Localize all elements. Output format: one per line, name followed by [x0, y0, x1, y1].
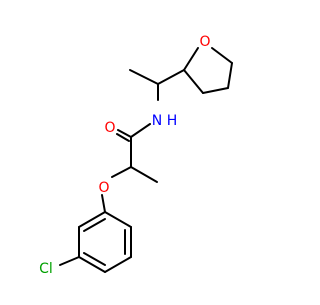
bond-ar-3 — [104, 256, 132, 273]
amide-hydrogen-label: H — [167, 113, 178, 129]
tetrahydrofuran-ring — [183, 47, 233, 94]
bond-c2-ch — [157, 69, 185, 85]
bond-c4-c3 — [202, 87, 229, 94]
chlorine-label: Cl — [39, 261, 53, 277]
bond-c2-o — [183, 47, 199, 71]
bond-o-aryl — [101, 194, 106, 213]
bond-ar-6 — [78, 211, 106, 228]
bond-carbonyl-o-2 — [116, 133, 130, 142]
bond-ar-4-inner — [83, 252, 106, 266]
ether-oxygen-label: O — [98, 180, 109, 196]
bond-ar-1 — [104, 211, 132, 228]
bond-alpha-methyl — [130, 166, 158, 183]
bond-ar-cl — [59, 256, 80, 266]
bond-c5-c4 — [227, 62, 233, 89]
bond-n-carbonyl — [130, 123, 151, 138]
bond-alpha-o — [111, 166, 132, 178]
bond-o-c5 — [211, 47, 233, 64]
amide-nitrogen-label: N — [152, 113, 162, 129]
benzene-ring — [78, 211, 132, 273]
bond-ch-methyl — [129, 69, 159, 85]
bond-c3-c2 — [183, 69, 204, 94]
bond-ar-6-inner — [83, 218, 106, 232]
bond-ar-4 — [78, 256, 106, 273]
molecule-drawing: O O N H O Cl — [39, 34, 233, 277]
structure-diagram: O O N H O Cl — [39, 34, 233, 277]
bond-carbonyl-o-1 — [117, 129, 132, 138]
carbonyl-oxygen-label: O — [104, 120, 115, 136]
ring-oxygen-label: O — [199, 34, 210, 50]
